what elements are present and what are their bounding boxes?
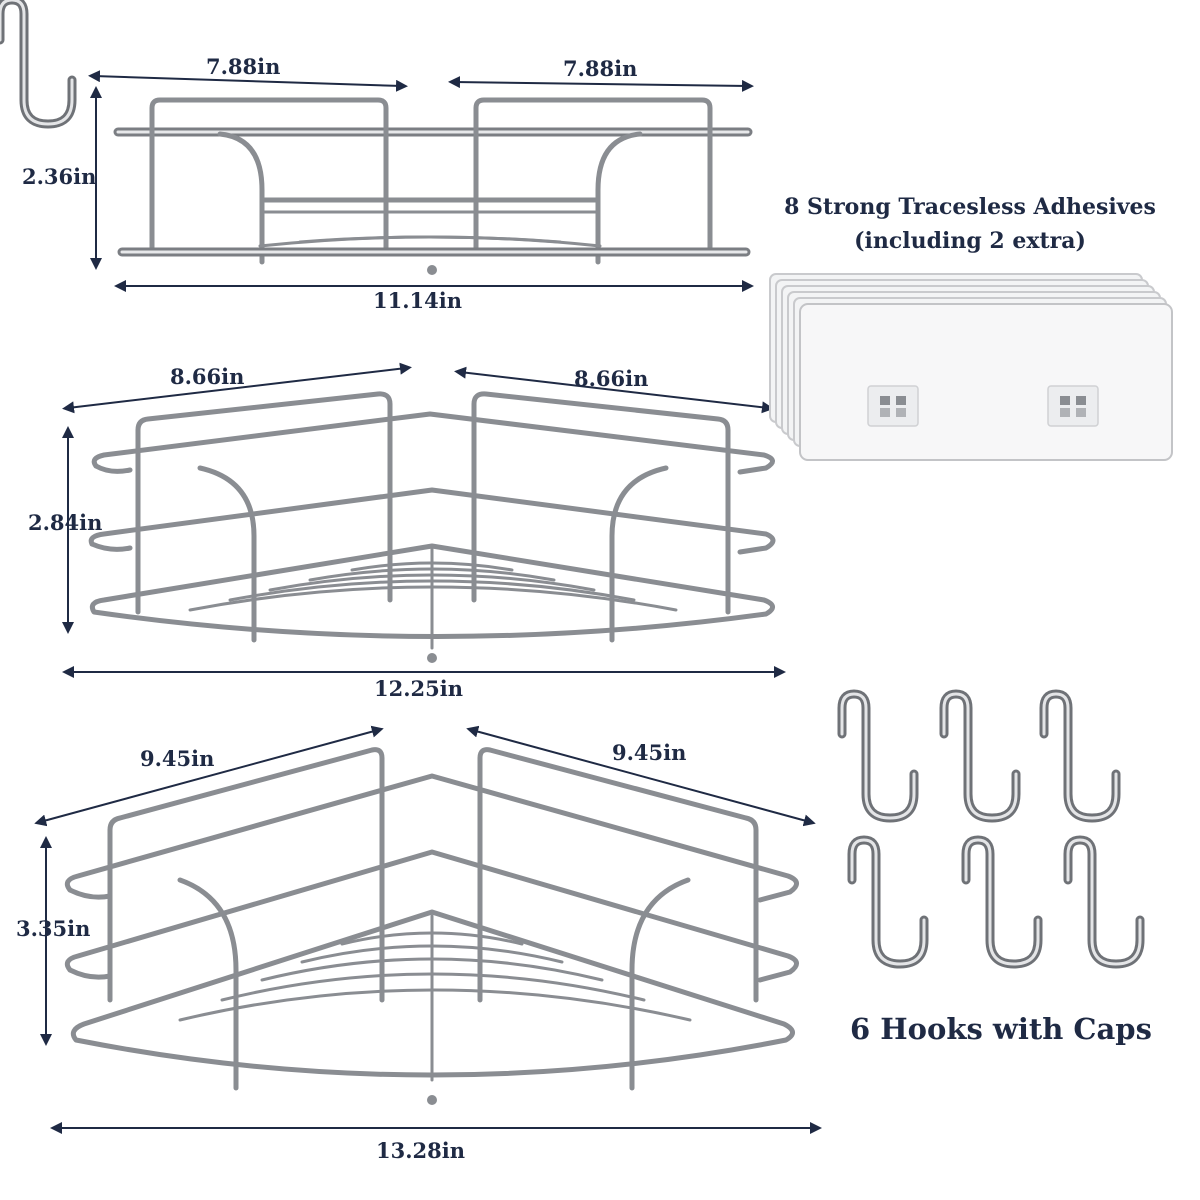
small-shelf-left-side-label: 7.88in — [206, 54, 281, 79]
s-hook-icon — [944, 694, 1016, 818]
medium-shelf-width-label: 12.25in — [374, 676, 464, 701]
s-hook-icon — [1044, 694, 1116, 818]
medium-shelf-illustration — [88, 391, 776, 663]
adhesives-title-line1: 8 Strong Tracesless Adhesives — [784, 194, 1156, 220]
small-shelf-illustration — [113, 97, 753, 275]
s-hook-icon — [966, 840, 1038, 964]
medium-shelf-left-side-label: 8.66in — [170, 364, 245, 389]
medium-shelf-right-side-label: 8.66in — [574, 366, 649, 391]
medium-shelf-height-label: 2.84in — [28, 510, 103, 535]
small-shelf-right-side-label: 7.88in — [563, 56, 638, 81]
adhesives-title-line2: (including 2 extra) — [854, 228, 1086, 254]
large-shelf-dimension-lines — [34, 725, 822, 1134]
s-hook-icon — [0, 0, 77, 129]
adhesive-pad-icon — [769, 273, 1173, 461]
small-shelf-dimension-lines — [88, 70, 754, 292]
small-shelf-width-label: 11.14in — [373, 288, 463, 313]
large-shelf-height-label: 3.35in — [16, 916, 91, 941]
s-hook-icon — [852, 840, 924, 964]
large-shelf-left-side-label: 9.45in — [140, 746, 215, 771]
large-shelf-illustration — [64, 747, 799, 1105]
hooks-illustration — [0, 0, 1140, 964]
hooks-title: 6 Hooks with Caps — [850, 1012, 1152, 1046]
large-shelf-width-label: 13.28in — [376, 1138, 466, 1163]
medium-shelf-dimension-lines — [62, 362, 786, 678]
large-shelf-right-side-label: 9.45in — [612, 740, 687, 765]
s-hook-icon — [842, 694, 914, 818]
small-shelf-height-label: 2.36in — [22, 164, 97, 189]
s-hook-icon — [1068, 840, 1140, 964]
adhesive-pads-illustration — [769, 273, 1173, 461]
